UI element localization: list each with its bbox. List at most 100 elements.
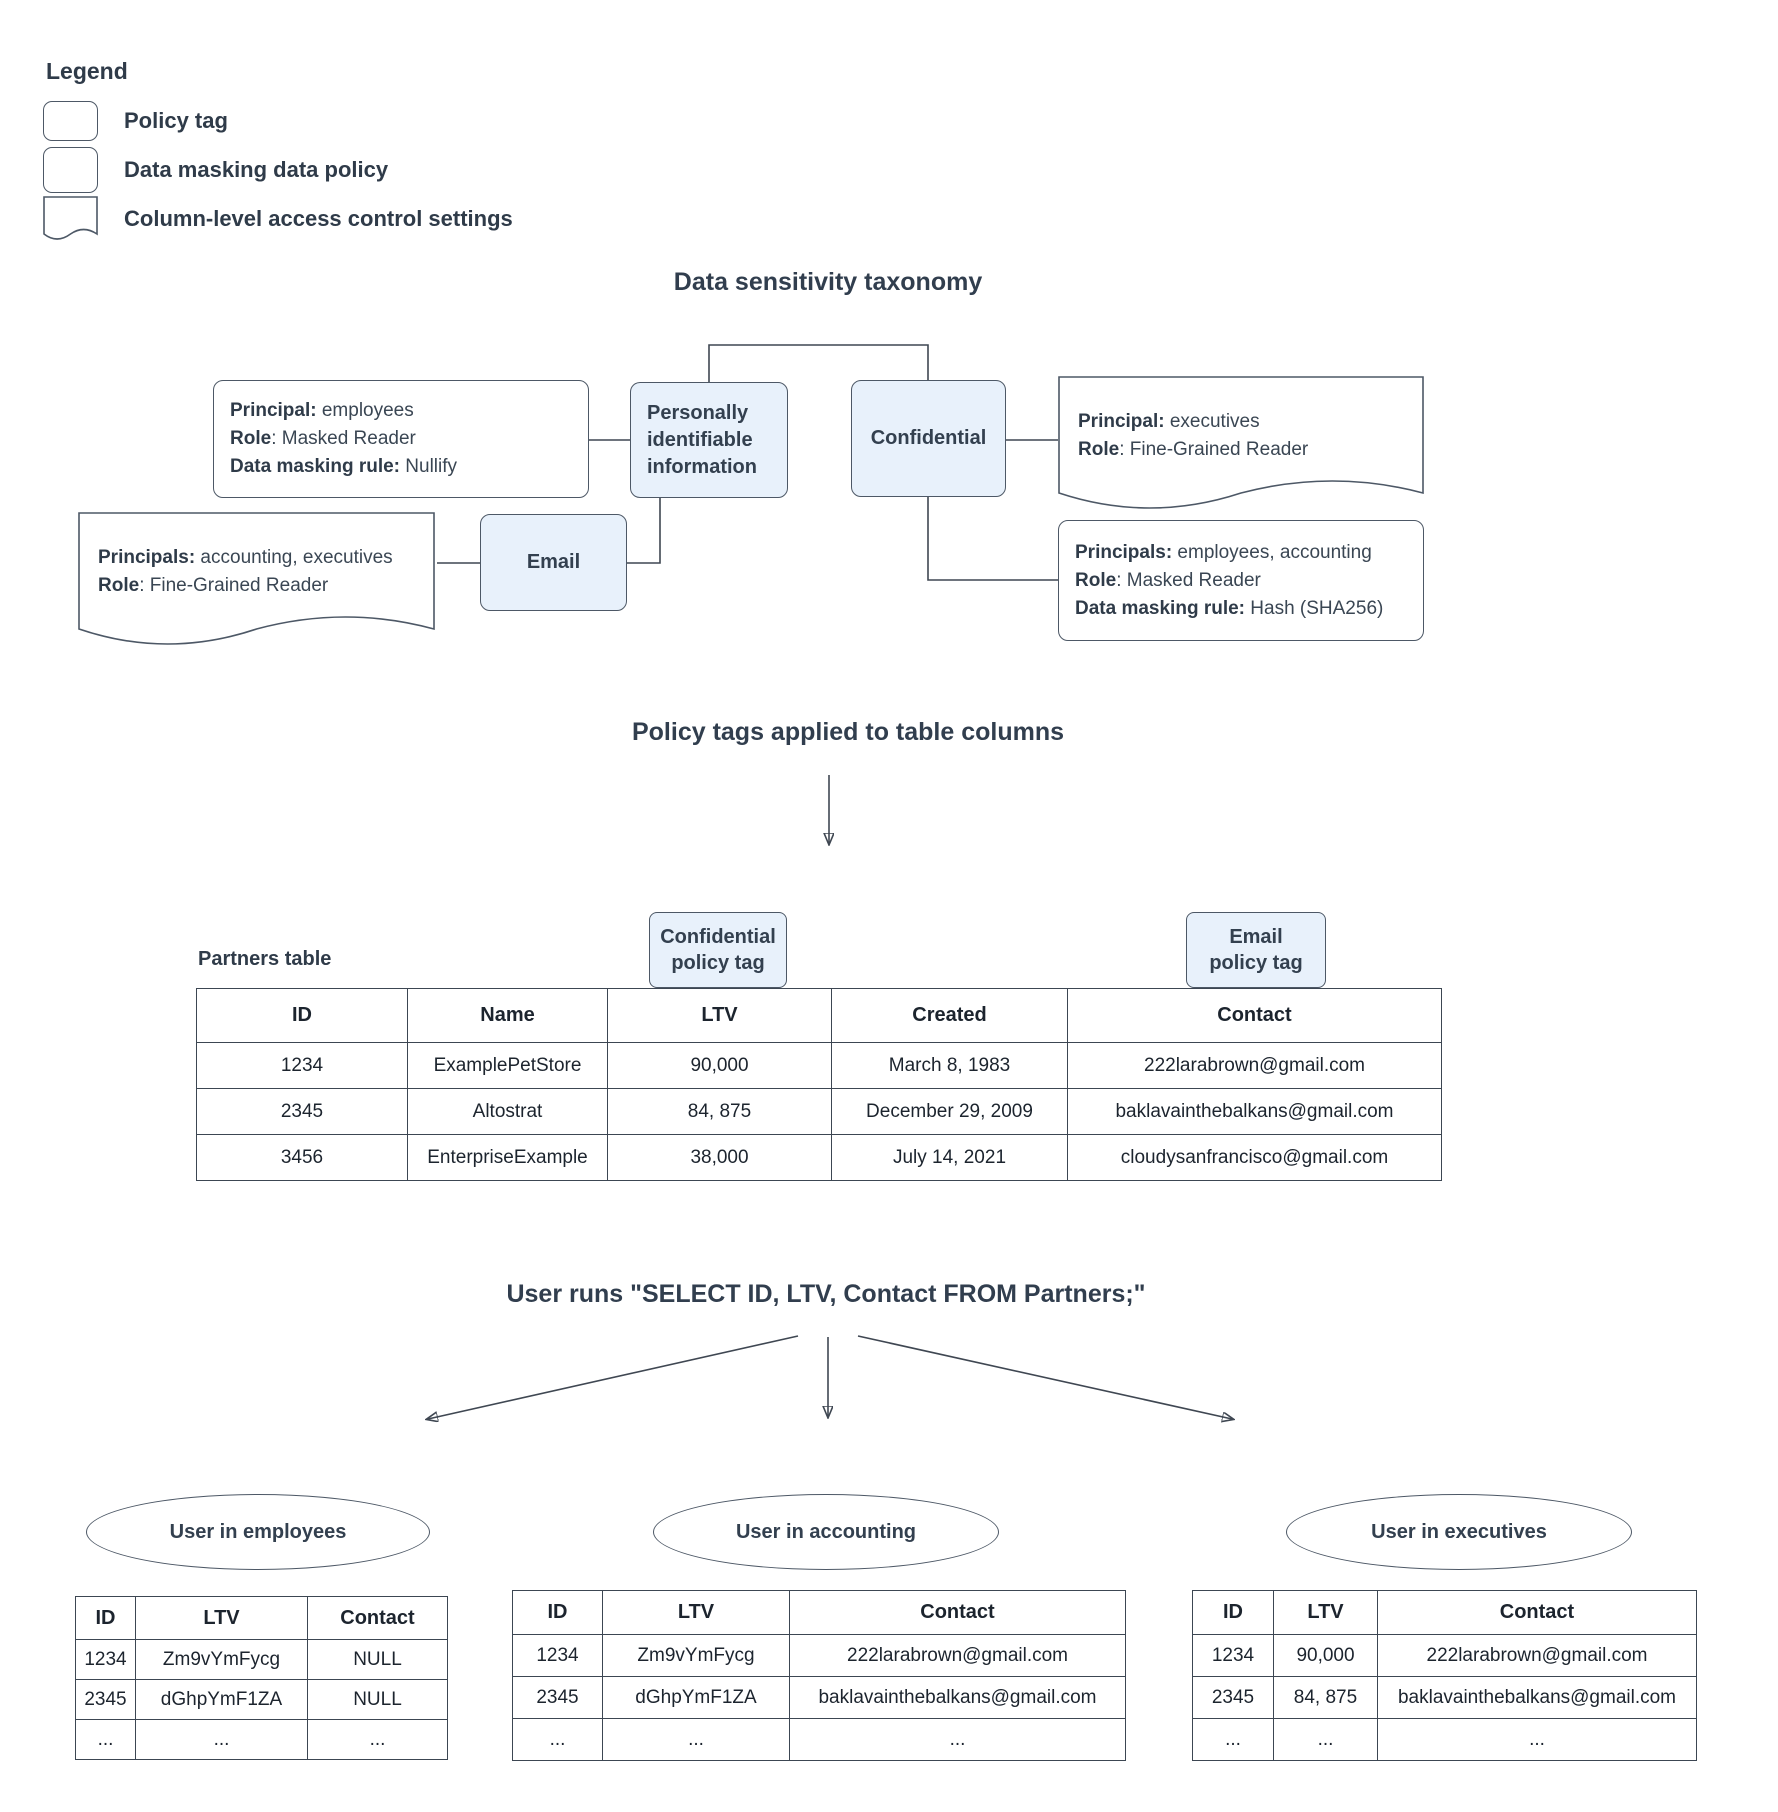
col-header-name: Name [407,988,608,1043]
col-header-ltv: LTV [135,1596,308,1640]
user-accounting-label: User in accounting [735,1520,917,1543]
policy-line-value: employees [316,400,414,421]
confidential-policy-tag: Confidential [851,380,1006,497]
cell: March 8, 1983 [831,1042,1068,1089]
access-line-label: Role [98,575,140,596]
access-line-label: Role [1078,439,1120,460]
query-section-title: User runs "SELECT ID, LTV, Contact FROM … [506,1280,1146,1308]
table-row: 3456 EnterpriseExample 38,000 July 14, 2… [196,1134,1442,1181]
col-header-id: ID [1192,1590,1274,1635]
cell: ... [512,1718,603,1761]
cell: ... [307,1719,448,1760]
taxonomy-title: Data sensitivity taxonomy [673,268,983,296]
hash-masking-policy: Principals: employees, accounting Role: … [1058,520,1424,641]
edge-pii-to-email [627,498,661,564]
table-row: 1234 90,000 222larabrown@gmail.com [1192,1634,1697,1677]
cell: cloudysanfrancisco@gmail.com [1067,1134,1442,1181]
table-row: 1234 ExamplePetStore 90,000 March 8, 198… [196,1042,1442,1089]
table-row: ... ... ... [512,1718,1126,1761]
policy-tag-swatch-icon [43,101,98,141]
cell: 90,000 [607,1042,832,1089]
col-header-created: Created [831,988,1068,1043]
document-swatch-icon [43,196,98,250]
confidential-policy-tag-label: Confidential [870,427,987,449]
col-header-contact: Contact [789,1590,1126,1635]
cell: 1234 [512,1634,603,1677]
col-header-ltv: LTV [602,1590,790,1635]
cell: 38,000 [607,1134,832,1181]
policy-section-title: Policy tags applied to table columns [631,718,1065,746]
cell: Altostrat [407,1088,608,1135]
legend-item-data-masking: Data masking data policy [124,157,389,182]
col-header-id: ID [512,1590,603,1635]
cell: 222larabrown@gmail.com [789,1634,1126,1677]
email-policy-tag-chip: Email policy tag [1186,912,1326,988]
policy-line-value: : Masked Reader [1116,569,1261,591]
cell: 84, 875 [1273,1676,1378,1719]
table-row: ... ... ... [75,1719,448,1760]
legend-item-policy-tag: Policy tag [124,108,228,133]
cell: ... [602,1718,790,1761]
col-header-contact: Contact [307,1596,448,1640]
user-accounting-ellipse: User in accounting [653,1494,999,1570]
col-header-ltv: LTV [607,988,832,1043]
access-line-value: accounting, executives [195,547,393,568]
user-employees-ellipse: User in employees [86,1494,430,1570]
policy-line-value: Nullify [400,456,458,477]
cell: 84, 875 [607,1088,832,1135]
arrow-query-right [857,1335,1232,1419]
policy-line-label: Role [1075,569,1117,591]
table-row: 2345 Altostrat 84, 875 December 29, 2009… [196,1088,1442,1135]
cell: Zm9vYmFycg [602,1634,790,1677]
policy-line-label: Principal: [230,400,317,421]
access-line-label: Principals: [98,547,196,568]
chip-line: policy tag [1209,952,1303,974]
cell: December 29, 2009 [831,1088,1068,1135]
policy-line-value: : Masked Reader [271,428,416,449]
cell: dGhpYmF1ZA [135,1679,308,1720]
table-row: 1234 Zm9vYmFycg NULL [75,1639,448,1680]
cell: 222larabrown@gmail.com [1067,1042,1442,1089]
table-row: 1234 Zm9vYmFycg 222larabrown@gmail.com [512,1634,1126,1677]
cell: EnterpriseExample [407,1134,608,1181]
edge-confidential-to-hash [927,497,1058,581]
table-row: 2345 84, 875 baklavainthebalkans@gmail.c… [1192,1676,1697,1719]
table-header-row: ID Name LTV Created Contact [196,988,1442,1043]
legend-item-column-access: Column-level access control settings [124,206,513,231]
partners-table: ID Name LTV Created Contact 1234 Example… [196,988,1442,1181]
result-table-accounting: ID LTV Contact 1234 Zm9vYmFycg 222larabr… [512,1590,1126,1761]
cell: Zm9vYmFycg [135,1639,308,1680]
result-table-employees: ID LTV Contact 1234 Zm9vYmFycg NULL 2345… [75,1596,448,1760]
policy-line-label: Data masking rule: [230,456,400,477]
user-employees-label: User in employees [169,1520,347,1543]
col-header-id: ID [75,1596,136,1640]
cell: dGhpYmF1ZA [602,1676,790,1719]
cell: ExamplePetStore [407,1042,608,1089]
cell: baklavainthebalkans@gmail.com [1067,1088,1442,1135]
cell: 2345 [196,1088,408,1135]
cell: NULL [307,1679,448,1720]
col-header-ltv: LTV [1273,1590,1378,1635]
user-executives-label: User in executives [1371,1520,1547,1543]
cell: ... [1273,1718,1378,1761]
accounting-access-settings: Principals: accounting, executives Role:… [78,512,435,672]
nullify-masking-policy: Principal: employees Role: Masked Reader… [213,380,589,498]
cell: 1234 [1192,1634,1274,1677]
table-row: 2345 dGhpYmF1ZA NULL [75,1679,448,1720]
pii-policy-tag: Personally identifiable information [630,382,788,498]
policy-line-label: Data masking rule: [1075,597,1245,619]
chip-line: Confidential [660,926,776,948]
pii-policy-tag-label: Personally identifiable information [647,401,757,478]
cell: ... [1192,1718,1274,1761]
table-row: 2345 dGhpYmF1ZA baklavainthebalkans@gmai… [512,1676,1126,1719]
table-header-row: ID LTV Contact [1192,1590,1697,1635]
edge-taxonomy-bracket [708,344,929,382]
cell: 1234 [196,1042,408,1089]
cell: 222larabrown@gmail.com [1377,1634,1697,1677]
data-masking-swatch-icon [43,147,98,193]
access-line-value: executives [1164,411,1260,432]
access-line-value: : Fine-Grained Reader [1119,439,1309,460]
chip-line: Email [1229,926,1283,948]
cell: ... [75,1719,136,1760]
table-header-row: ID LTV Contact [75,1596,448,1640]
